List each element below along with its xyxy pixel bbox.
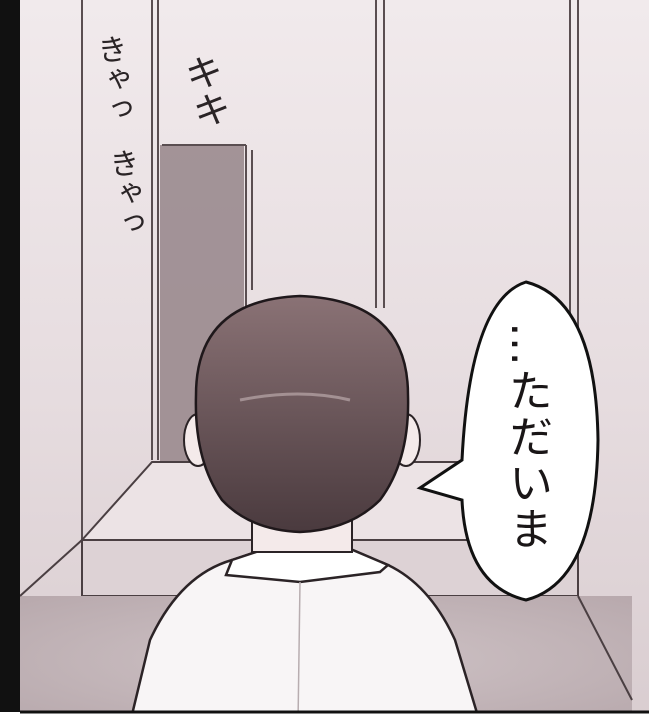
speech-bubble-text: …ただいま	[501, 322, 552, 552]
man-figure	[128, 294, 482, 723]
panel-border-left	[0, 0, 20, 723]
sfx-text-left-bottom: きゃっ	[102, 146, 147, 240]
speech-bubble	[416, 280, 600, 602]
sfx-text-left-top: きゃっ	[90, 32, 135, 126]
